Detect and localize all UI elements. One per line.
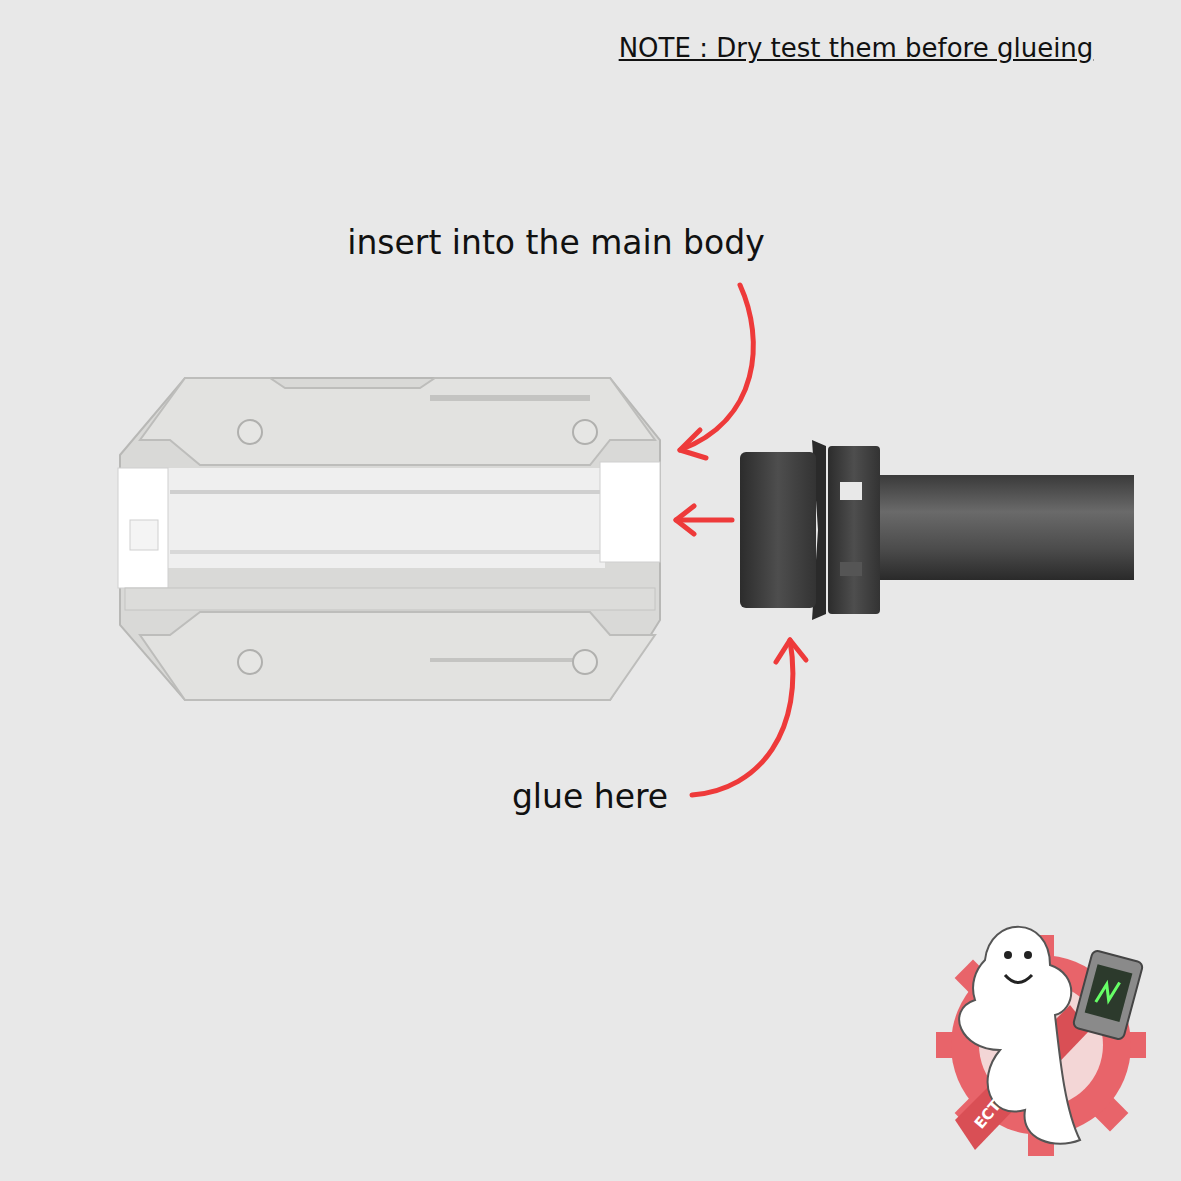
- callout-label: insert into the main body: [347, 223, 764, 262]
- frame-part: [118, 378, 660, 700]
- note-text: NOTE : Dry test them before glueing: [619, 33, 1094, 63]
- connector-part: [740, 440, 1134, 620]
- ectogears-logo: [936, 927, 1146, 1156]
- callout-arrows: [676, 285, 806, 795]
- callout-label: glue here: [512, 777, 668, 816]
